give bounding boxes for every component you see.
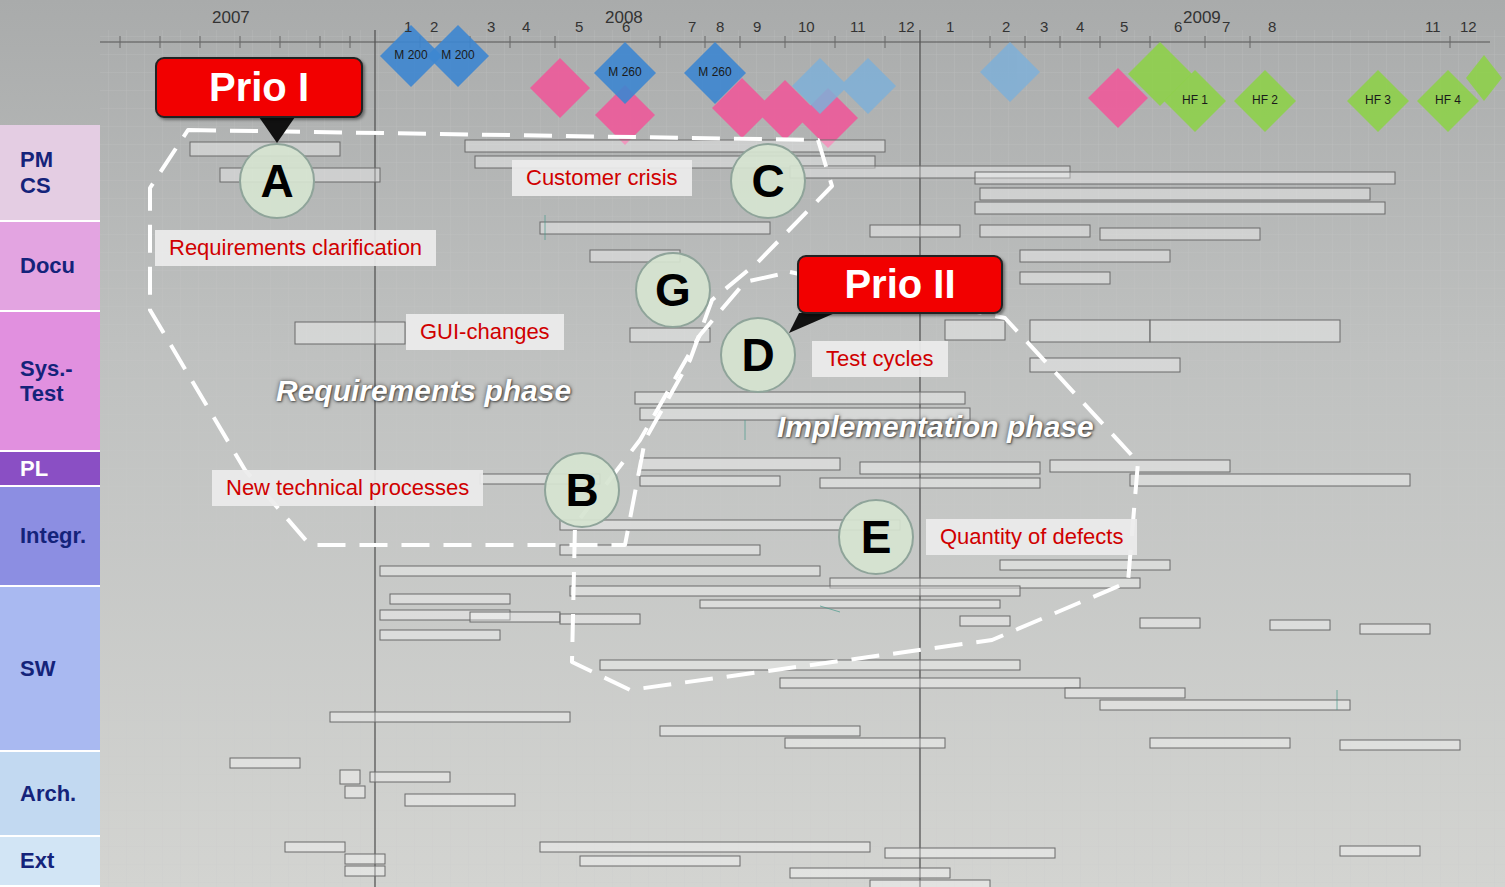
node-text: HF 1 bbox=[1175, 94, 1215, 107]
node-text: B bbox=[565, 463, 598, 517]
node-text: Requirements clarification bbox=[169, 235, 422, 261]
milestone-diamond: M 260 bbox=[594, 42, 656, 104]
month-label: 4 bbox=[1076, 18, 1084, 35]
priority-callout: Prio II bbox=[797, 255, 1003, 314]
issue-label: Test cycles bbox=[812, 341, 948, 377]
node-text: G bbox=[655, 263, 691, 317]
year-label: 2007 bbox=[212, 8, 250, 28]
month-label: 7 bbox=[1222, 18, 1230, 35]
milestone-diamond: HF 1 bbox=[1164, 70, 1226, 132]
node-text: PL bbox=[20, 456, 48, 481]
node-text: SW bbox=[20, 656, 55, 681]
node-text: D bbox=[741, 328, 774, 382]
month-label: 2 bbox=[430, 18, 438, 35]
node-text: Ext bbox=[20, 848, 54, 873]
month-label: 11 bbox=[850, 18, 866, 35]
node-text: M 260 bbox=[605, 66, 645, 79]
callout-pointer bbox=[789, 313, 835, 333]
node-text: Test cycles bbox=[826, 346, 934, 372]
month-label: 8 bbox=[716, 18, 724, 35]
month-label: 5 bbox=[575, 18, 583, 35]
month-label: 1 bbox=[946, 18, 954, 35]
node-text: Docu bbox=[20, 253, 75, 278]
lane-label: PM CS bbox=[0, 125, 100, 222]
lane-label: SW bbox=[0, 587, 100, 752]
issue-circle: B bbox=[544, 452, 620, 528]
node-text: Arch. bbox=[20, 781, 76, 806]
month-label: 3 bbox=[487, 18, 495, 35]
node-text: E bbox=[861, 510, 892, 564]
node-text: Prio II bbox=[844, 262, 955, 307]
node-text: Integr. bbox=[20, 523, 86, 548]
issue-circle: A bbox=[239, 143, 315, 219]
node-text: GUI-changes bbox=[420, 319, 550, 345]
milestone-diamond: M 260 bbox=[684, 42, 746, 104]
issue-label: Quantity of defects bbox=[926, 519, 1137, 555]
issue-circle: C bbox=[730, 143, 806, 219]
month-label: 6 bbox=[1174, 18, 1182, 35]
node-text: A bbox=[260, 154, 293, 208]
month-label: 7 bbox=[688, 18, 696, 35]
issue-label: Customer crisis bbox=[512, 160, 692, 196]
month-label: 1 bbox=[404, 18, 412, 35]
phase-label: Requirements phase bbox=[276, 374, 571, 408]
month-label: 12 bbox=[1460, 18, 1477, 35]
month-label: 12 bbox=[898, 18, 915, 35]
lane-label: Ext bbox=[0, 837, 100, 887]
year-label: 2009 bbox=[1183, 8, 1221, 28]
node-text: M 260 bbox=[695, 66, 735, 79]
milestone-diamond: HF 3 bbox=[1347, 70, 1409, 132]
month-label: 2 bbox=[1002, 18, 1010, 35]
month-label: 11 bbox=[1425, 18, 1441, 35]
month-label: 9 bbox=[753, 18, 761, 35]
node-text: M 200 bbox=[391, 49, 431, 62]
priority-callout: Prio I bbox=[155, 57, 363, 118]
node-text: HF 2 bbox=[1245, 94, 1285, 107]
lane-label: Sys.- Test bbox=[0, 312, 100, 452]
lane-label: Integr. bbox=[0, 487, 100, 587]
issue-circle: D bbox=[720, 317, 796, 393]
lane-label: Arch. bbox=[0, 752, 100, 837]
callout-pointer bbox=[259, 117, 295, 143]
issue-circle: E bbox=[838, 499, 914, 575]
lane-label: Docu bbox=[0, 222, 100, 312]
issue-circle: G bbox=[635, 252, 711, 328]
month-label: 10 bbox=[798, 18, 815, 35]
node-text: Sys.- Test bbox=[20, 356, 73, 407]
node-text: New technical processes bbox=[226, 475, 469, 501]
month-label: 8 bbox=[1268, 18, 1276, 35]
milestone-diamond: HF 2 bbox=[1234, 70, 1296, 132]
issue-label: Requirements clarification bbox=[155, 230, 436, 266]
node-text: Quantity of defects bbox=[940, 524, 1123, 550]
phase-label: Implementation phase bbox=[777, 410, 1094, 444]
node-text: M 200 bbox=[438, 49, 478, 62]
issue-label: GUI-changes bbox=[406, 314, 564, 350]
month-label: 6 bbox=[622, 18, 630, 35]
issue-label: New technical processes bbox=[212, 470, 483, 506]
month-label: 5 bbox=[1120, 18, 1128, 35]
node-text: HF 3 bbox=[1358, 94, 1398, 107]
node-text: HF 4 bbox=[1428, 94, 1468, 107]
node-text: PM CS bbox=[20, 147, 53, 198]
node-text: C bbox=[751, 154, 784, 208]
month-label: 4 bbox=[522, 18, 530, 35]
node-text: Prio I bbox=[209, 65, 309, 110]
month-label: 3 bbox=[1040, 18, 1048, 35]
lane-label: PL bbox=[0, 452, 100, 487]
node-text: Customer crisis bbox=[526, 165, 678, 191]
milestone-diamond: HF 4 bbox=[1417, 70, 1479, 132]
